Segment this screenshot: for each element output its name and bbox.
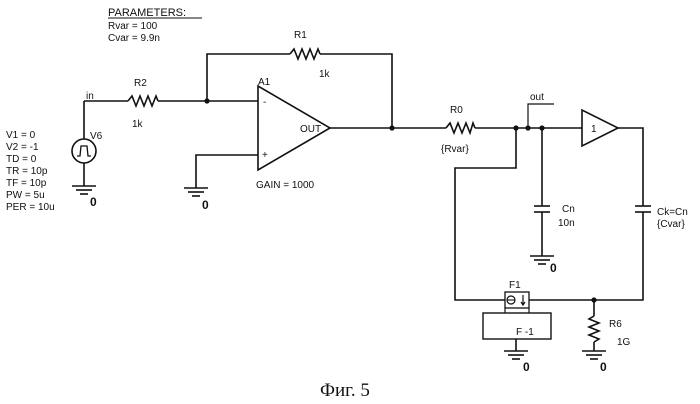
source-param: TD = 0	[6, 154, 37, 165]
source-param: TF = 10p	[6, 178, 47, 189]
cn-value: 10n	[558, 218, 575, 229]
a1-gain: GAIN = 1000	[256, 180, 315, 191]
ground-symbol	[184, 188, 208, 196]
parameters-title: PARAMETERS:	[108, 7, 186, 19]
ground-symbol	[582, 351, 606, 359]
net-label-line	[528, 104, 554, 128]
ck-value: {Cvar}	[657, 219, 685, 230]
source-param: TR = 10p	[6, 166, 48, 177]
ground-label: 0	[600, 360, 607, 374]
junction-dot	[389, 125, 394, 130]
controlled-source-f1	[505, 292, 529, 308]
ground-label: 0	[90, 195, 97, 209]
r6-value: 1G	[617, 337, 631, 348]
a1-name: A1	[258, 77, 271, 88]
ck-name: Ck=Cn	[657, 207, 688, 218]
cn-name: Cn	[562, 204, 575, 215]
ground-label: 0	[523, 360, 530, 374]
resistor-r6	[589, 316, 599, 342]
wire	[207, 54, 290, 101]
ground-symbol	[72, 186, 96, 194]
resistor-r0	[446, 123, 475, 133]
r0-value: {Rvar}	[441, 144, 469, 155]
figure-caption: Фиг. 5	[320, 380, 370, 401]
r6-name: R6	[609, 319, 622, 330]
source-label: V6	[90, 131, 103, 142]
a1-out: OUT	[300, 124, 321, 135]
wire	[320, 54, 392, 128]
node-label-out: out	[530, 92, 544, 103]
ground-label: 0	[202, 198, 209, 212]
pulse-source-v6	[72, 101, 96, 186]
ground-label: 0	[550, 261, 557, 275]
r2-value: 1k	[132, 119, 144, 130]
wire	[594, 212, 643, 300]
source-param: PW = 5u	[6, 190, 45, 201]
a1-plus: +	[262, 150, 268, 161]
a1-minus: -	[263, 97, 266, 108]
wire	[196, 155, 258, 188]
resistor-r1	[290, 49, 320, 59]
ground-symbol	[504, 351, 528, 359]
r0-name: R0	[450, 105, 463, 116]
r2-name: R2	[134, 78, 147, 89]
parameter-cvar: Cvar = 9.9n	[108, 33, 160, 44]
f1-gain: F -1	[516, 327, 534, 338]
source-parameters: V1 = 0 V2 = -1 TD = 0 TR = 10p TF = 10p …	[6, 130, 55, 213]
buffer-gain: 1	[591, 124, 597, 135]
source-param: V2 = -1	[6, 142, 39, 153]
r1-name: R1	[294, 30, 307, 41]
wire	[618, 128, 643, 206]
buffer-amplifier	[582, 110, 618, 146]
f1-name: F1	[509, 280, 521, 291]
source-param: PER = 10u	[6, 202, 55, 213]
parameter-rvar: Rvar = 100	[108, 21, 158, 32]
source-param: V1 = 0	[6, 130, 36, 141]
resistor-r2	[128, 96, 158, 106]
r1-value: 1k	[319, 69, 331, 80]
